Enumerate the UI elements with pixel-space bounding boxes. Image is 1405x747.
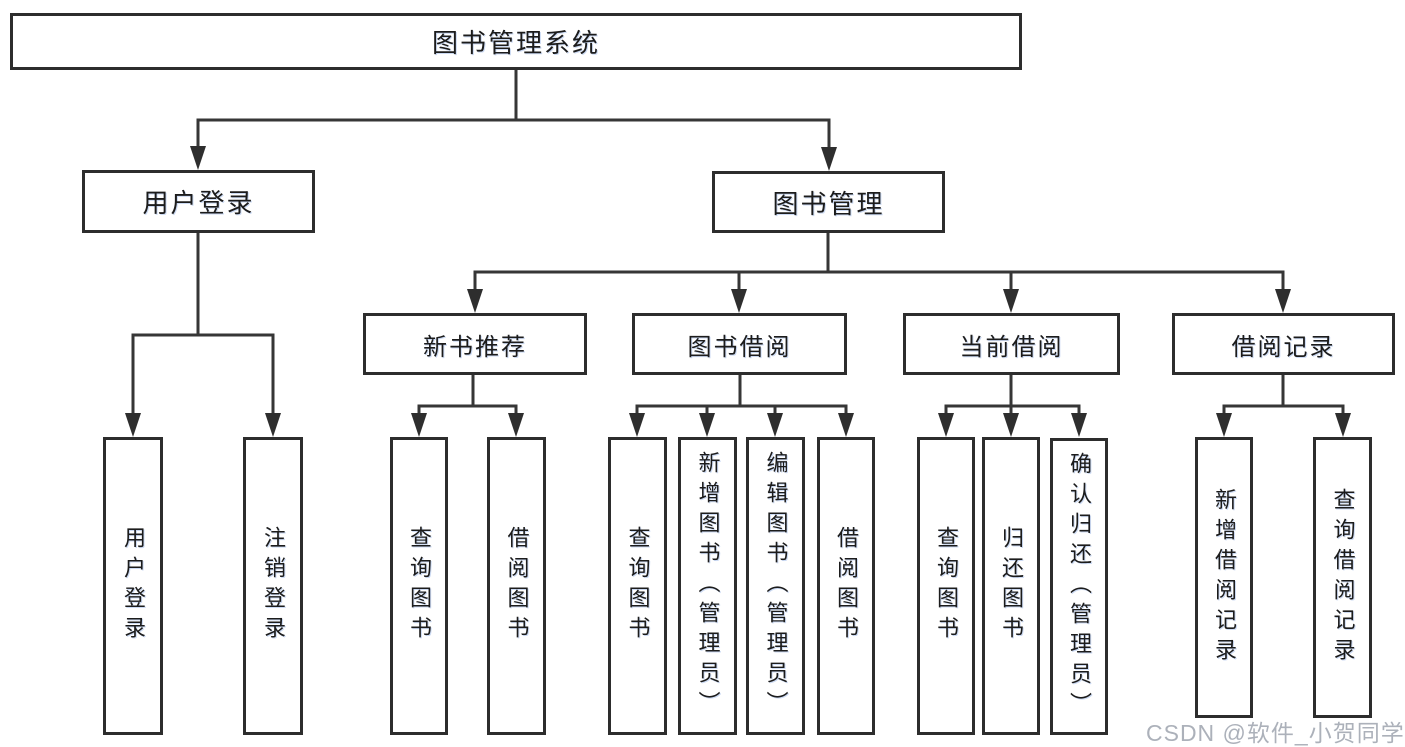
connector-book-borrow-group: [629, 375, 854, 437]
connector-book-mgmt-to-level3: [467, 233, 1291, 313]
node-label: 用户登录: [142, 188, 255, 218]
csdn-watermark: CSDN @软件_小贺同学: [1146, 720, 1405, 746]
connector-user-login-group: [125, 233, 281, 437]
connector-new-book-group: [411, 375, 524, 437]
node-label: 编辑图书（管理员）: [763, 451, 789, 721]
connector-borrow-records-group: [1216, 375, 1351, 437]
node-label: 查询图书: [934, 526, 959, 646]
node-label: 借阅记录: [1231, 333, 1336, 361]
leaf-user-login: 用户登录: [103, 437, 163, 735]
node-label: 用户登录: [121, 526, 146, 646]
node-user-login: 用户登录: [82, 170, 315, 233]
connector-current-borrow-group: [938, 375, 1087, 437]
node-label: 当前借阅: [959, 333, 1064, 361]
leaf-br-add-record: 新增借阅记录: [1195, 437, 1253, 718]
leaf-cb-query-books: 查询图书: [917, 437, 975, 735]
leaf-br-query-record: 查询借阅记录: [1313, 437, 1372, 718]
node-label: 新增借阅记录: [1212, 487, 1237, 668]
node-label: 图书管理系统: [431, 28, 600, 58]
node-label: 借阅图书: [834, 526, 859, 646]
leaf-bb-edit-books-admin: 编辑图书（管理员）: [746, 437, 805, 735]
leaf-bb-borrow-books: 借阅图书: [817, 437, 875, 735]
node-new-book-recommend: 新书推荐: [363, 313, 587, 375]
node-label: 图书管理: [772, 188, 885, 219]
node-label: 借阅图书: [504, 526, 530, 646]
node-borrowing-records: 借阅记录: [1172, 313, 1395, 375]
node-label: 查询图书: [625, 526, 651, 646]
node-label: 归还图书: [999, 526, 1024, 646]
leaf-bb-add-books-admin: 新增图书（管理员）: [678, 437, 737, 735]
node-book-borrowing: 图书借阅: [632, 313, 847, 375]
leaf-bb-query-books: 查询图书: [608, 437, 667, 735]
node-current-borrowing: 当前借阅: [903, 313, 1120, 375]
node-label: 注销登录: [261, 526, 286, 646]
node-label: 图书借阅: [687, 333, 792, 361]
node-label: 查询借阅记录: [1330, 487, 1356, 668]
leaf-rec-query-books: 查询图书: [390, 437, 448, 735]
node-label: 新书推荐: [423, 333, 527, 361]
node-book-management: 图书管理: [712, 171, 945, 233]
node-label: 查询图书: [407, 526, 432, 646]
leaf-rec-borrow-books: 借阅图书: [487, 437, 546, 735]
node-label: 确认归还（管理员）: [1067, 451, 1092, 722]
node-library-management-system: 图书管理系统: [10, 13, 1022, 70]
leaf-cb-confirm-return-admin: 确认归还（管理员）: [1050, 438, 1108, 735]
leaf-logout: 注销登录: [243, 437, 303, 735]
connector-root-to-level2: [190, 70, 837, 171]
node-label: 新增图书（管理员）: [695, 451, 721, 721]
leaf-cb-return-books: 归还图书: [982, 437, 1040, 735]
